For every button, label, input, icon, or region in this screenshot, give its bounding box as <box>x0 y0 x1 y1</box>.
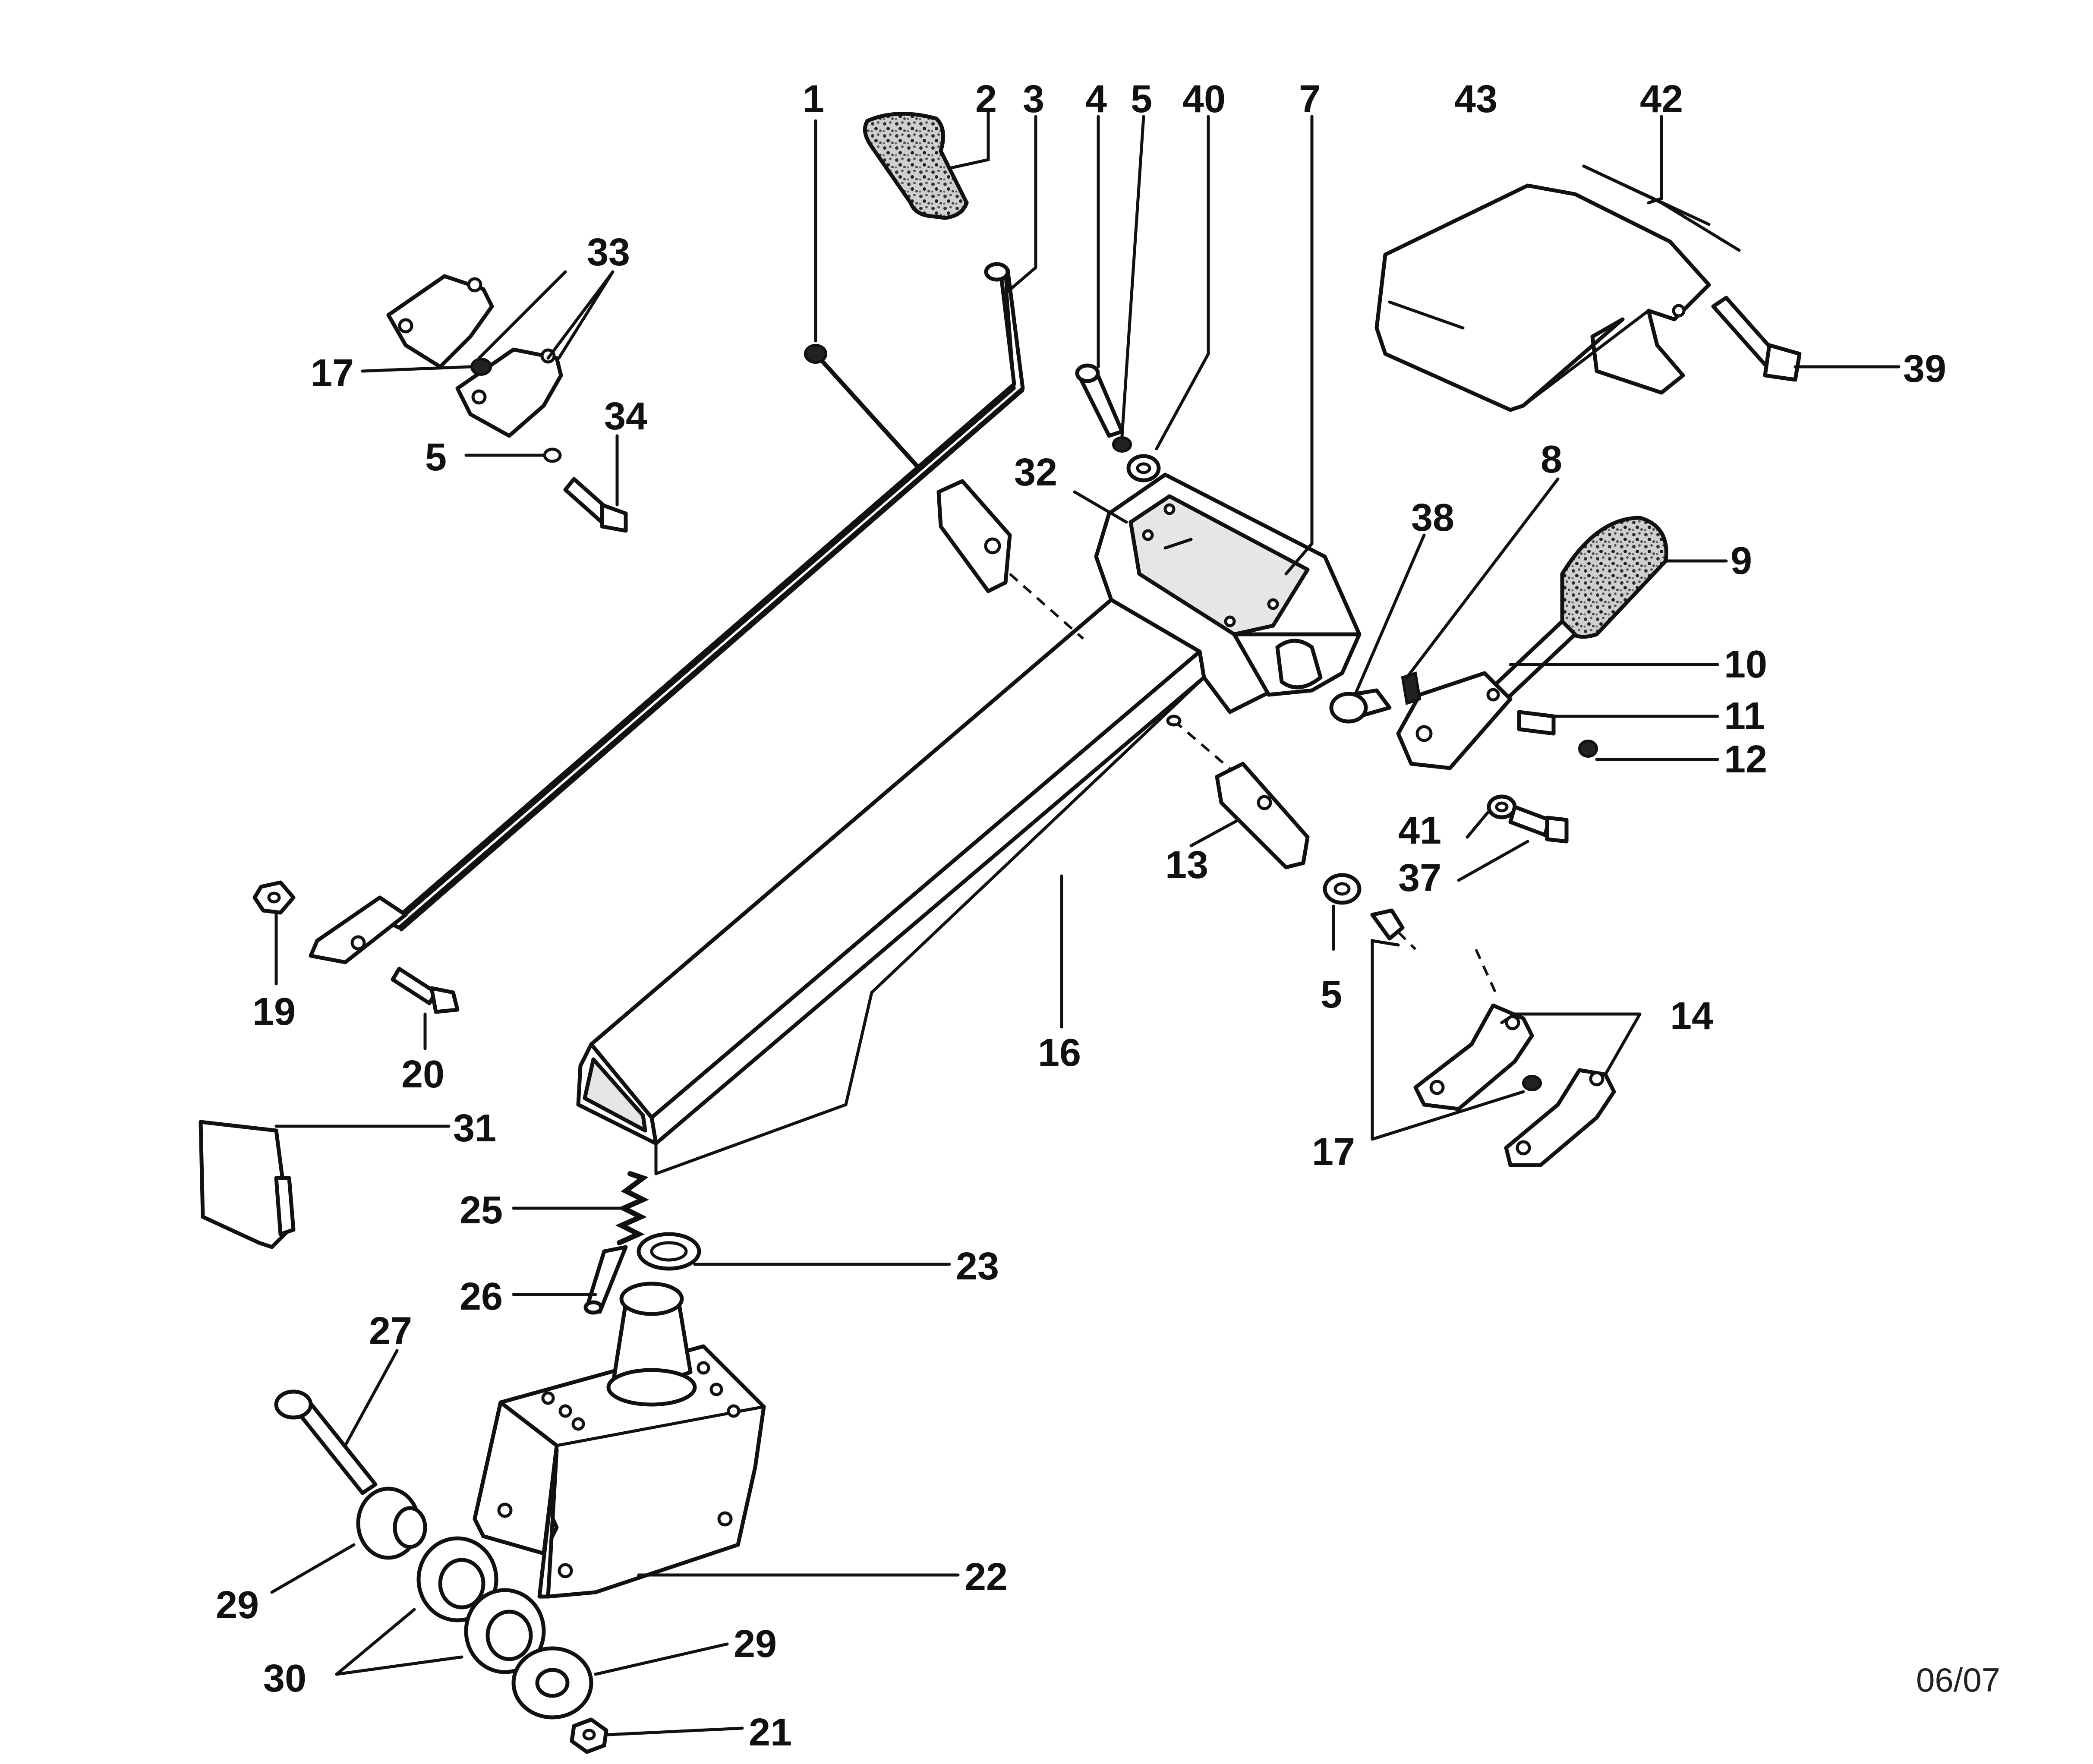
washer-29-top <box>356 1487 427 1560</box>
callout-4: 4 <box>1085 78 1107 121</box>
callout-13: 13 <box>1165 844 1208 887</box>
callout-8: 8 <box>1541 438 1562 481</box>
callout-29-left: 29 <box>216 1584 259 1627</box>
callout-39: 39 <box>1903 347 1946 391</box>
callout-42: 42 <box>1640 78 1683 121</box>
nut-21 <box>570 1717 608 1754</box>
callout-20: 20 <box>401 1053 444 1096</box>
bearing-30-bottom <box>464 1588 546 1674</box>
knob-top <box>863 112 969 220</box>
callout-14: 14 <box>1670 995 1713 1038</box>
callout-43: 43 <box>1454 78 1497 121</box>
callout-5-top: 5 <box>1131 78 1152 121</box>
callout-labels: 1 2 3 4 5 40 7 43 42 33 17 34 5 39 32 8 … <box>216 78 2000 1754</box>
callout-19: 19 <box>252 990 296 1033</box>
callout-21: 21 <box>749 1711 792 1754</box>
callout-12: 12 <box>1724 738 1767 781</box>
callout-26: 26 <box>460 1275 503 1318</box>
bolt-27 <box>274 1389 378 1495</box>
callout-27: 27 <box>369 1310 412 1353</box>
callout-34: 34 <box>604 395 647 438</box>
date-stamp: 06/07 <box>1916 1661 2000 1699</box>
washer-29-bottom <box>511 1646 593 1720</box>
callout-5-left: 5 <box>425 436 447 479</box>
callout-10: 10 <box>1724 643 1767 686</box>
callout-33: 33 <box>587 231 630 274</box>
callout-37: 37 <box>1398 857 1441 900</box>
bolt-1 <box>804 344 1084 640</box>
callout-40: 40 <box>1182 78 1226 121</box>
callout-11: 11 <box>1724 695 1765 738</box>
bracket-22 <box>473 1282 766 1599</box>
callout-5-mid: 5 <box>1321 973 1342 1016</box>
callout-23: 23 <box>956 1245 999 1288</box>
callout-3: 3 <box>1023 78 1044 121</box>
clamp-14 <box>1413 948 1616 1167</box>
callout-38: 38 <box>1411 496 1454 539</box>
callout-30: 30 <box>263 1657 306 1700</box>
pivot-13 <box>1166 715 1417 951</box>
gear-lever-rod <box>309 262 1025 964</box>
callout-17-bottom: 17 <box>1312 1131 1355 1174</box>
callout-2: 2 <box>975 78 997 121</box>
clamp-33 <box>386 274 563 438</box>
leader-lines <box>270 110 1901 1736</box>
bolt-20 <box>391 967 460 1014</box>
callout-31: 31 <box>453 1107 496 1150</box>
callout-17-top: 17 <box>311 352 354 395</box>
bolt-37 <box>1487 794 1569 844</box>
callout-22: 22 <box>965 1556 1008 1599</box>
callout-29-right: 29 <box>734 1622 777 1666</box>
circlip-23 <box>637 1232 701 1271</box>
bearing-30-top <box>416 1536 498 1622</box>
head-housing <box>1094 472 1362 714</box>
callout-25: 25 <box>460 1189 503 1232</box>
bolt-39 <box>1711 296 1802 382</box>
bolt-4 <box>1075 363 1161 482</box>
end-cap-31 <box>199 1120 296 1249</box>
callout-7: 7 <box>1299 78 1321 121</box>
cover-43 <box>1374 164 1741 412</box>
callout-16: 16 <box>1038 1031 1081 1074</box>
callout-9: 9 <box>1731 539 1752 583</box>
callout-1: 1 <box>803 78 824 121</box>
nut-19 <box>252 880 296 915</box>
callout-41: 41 <box>1398 809 1441 852</box>
bolt-34 <box>543 447 628 533</box>
callout-32: 32 <box>1014 451 1057 494</box>
